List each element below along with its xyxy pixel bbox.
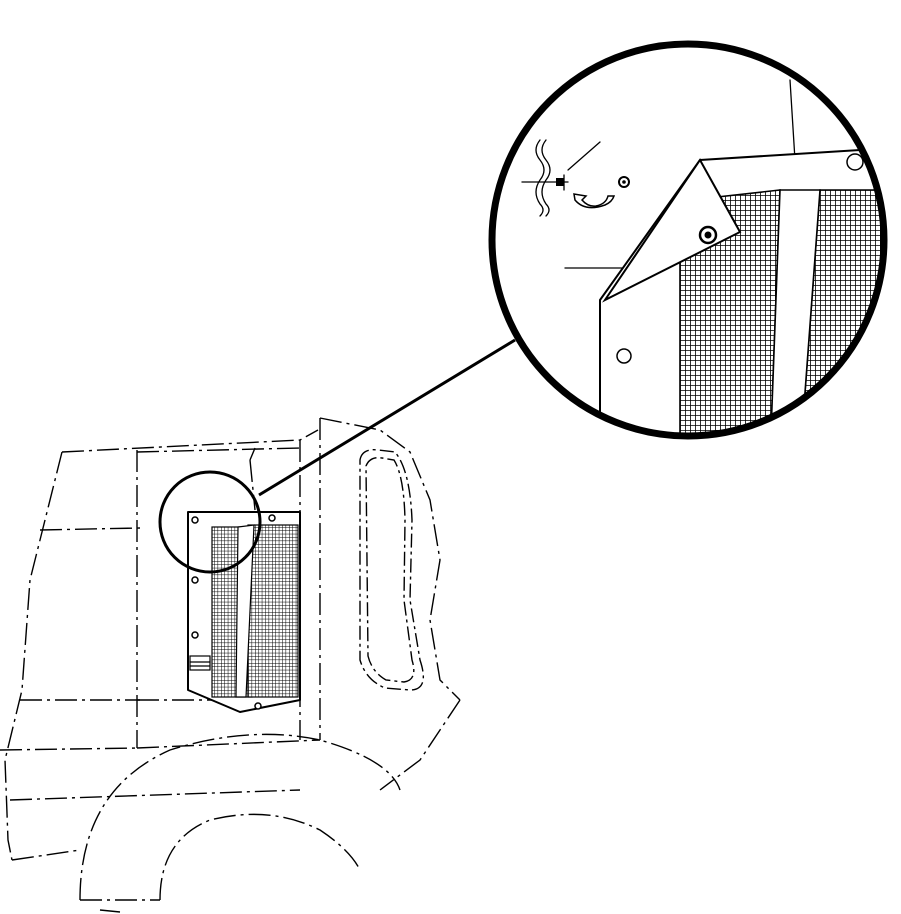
detail-magnified-view: [488, 40, 888, 440]
rear-wheel-fender: [79, 733, 401, 913]
side-grille-panel: [187, 511, 301, 713]
leader-line: [258, 338, 516, 497]
removal-arrow-icon: [521, 139, 616, 217]
detail-callout-circle: [158, 470, 262, 574]
mesh-screen-right: [247, 524, 299, 698]
vehicle-body-outline: [0, 417, 461, 861]
screw-icon: [618, 176, 630, 188]
mounting-bolts: [191, 514, 276, 710]
